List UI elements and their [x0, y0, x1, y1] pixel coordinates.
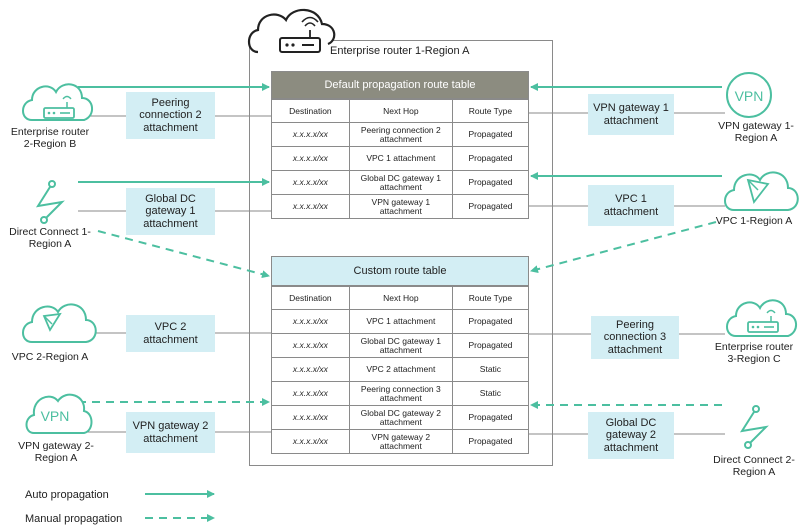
peering-connection-2-attachment: Peering connection 2 attachment: [126, 92, 215, 139]
direct-connect-1-label: Direct Connect 1- Region A: [9, 226, 91, 250]
vpc-2-attachment: VPC 2 attachment: [126, 315, 215, 352]
column-header: Destination: [271, 99, 350, 123]
arrow-vpc1-to-custom: [530, 221, 717, 274]
next-hop-cell: Global DC gateway 1 attachment: [348, 333, 453, 358]
column-header: Route Type: [451, 99, 530, 123]
destination-cell: x.x.x.x/xx: [271, 146, 350, 171]
destination-cell: x.x.x.x/xx: [271, 122, 350, 147]
custom-route-table-title: Custom route table: [271, 256, 529, 286]
vpn-cloud-icon: VPN: [726, 72, 772, 118]
next-hop-cell: Peering connection 3 attachment: [348, 381, 453, 406]
destination-cell: x.x.x.x/xx: [271, 381, 350, 406]
vpc-1-label: VPC 1-Region A: [715, 215, 793, 227]
peering-connection-3-attachment: Peering connection 3 attachment: [591, 316, 679, 359]
cloud-router-icon: [22, 83, 93, 121]
default-route-table-title: Default propagation route table: [271, 71, 529, 99]
next-hop-cell: VPC 1 attachment: [348, 146, 453, 171]
arrow-dc1-to-custom: [97, 230, 270, 279]
route-type-cell: Propagated: [451, 333, 530, 358]
next-hop-cell: Global DC gateway 1 attachment: [348, 170, 453, 195]
router-title: Enterprise router 1-Region A: [330, 45, 470, 57]
legend-manual-label: Manual propagation: [25, 513, 123, 525]
enterprise-router-2-label: Enterprise router 2-Region B: [10, 126, 90, 150]
direct-connect-2-label: Direct Connect 2- Region A: [713, 454, 795, 478]
next-hop-cell: VPN gateway 2 attachment: [348, 429, 453, 454]
destination-cell: x.x.x.x/xx: [271, 405, 350, 430]
route-type-cell: Propagated: [451, 170, 530, 195]
svg-text:VPN: VPN: [735, 88, 764, 104]
direct-connect-icon: [35, 180, 65, 224]
destination-cell: x.x.x.x/xx: [271, 170, 350, 195]
enterprise-router-3-label: Enterprise router 3-Region C: [714, 341, 794, 365]
column-header: Route Type: [451, 286, 530, 310]
global-dc-gateway-2-attachment: Global DC gateway 2 attachment: [588, 412, 674, 459]
legend-auto-label: Auto propagation: [25, 489, 109, 501]
next-hop-cell: Peering connection 2 attachment: [348, 122, 453, 147]
route-type-cell: Static: [451, 381, 530, 406]
vpn-gateway-1-attachment: VPN gateway 1 attachment: [588, 94, 674, 135]
global-dc-gateway-1-attachment: Global DC gateway 1 attachment: [126, 188, 215, 235]
column-header: Destination: [271, 286, 350, 310]
vpc-cloud-icon: [724, 171, 799, 211]
vpc-cloud-icon: [22, 303, 97, 343]
destination-cell: x.x.x.x/xx: [271, 194, 350, 219]
route-type-cell: Propagated: [451, 429, 530, 454]
vpn-gateway-2-attachment: VPN gateway 2 attachment: [126, 412, 215, 453]
cloud-router-icon: [726, 299, 797, 337]
direct-connect-icon: [739, 405, 769, 449]
vpc-1-attachment: VPC 1 attachment: [588, 185, 674, 226]
vpn-gateway-1-label: VPN gateway 1- Region A: [718, 120, 794, 144]
route-type-cell: Static: [451, 357, 530, 382]
destination-cell: x.x.x.x/xx: [271, 429, 350, 454]
cloud-router-icon: [247, 8, 336, 54]
next-hop-cell: VPC 2 attachment: [348, 357, 453, 382]
svg-text:VPN: VPN: [41, 408, 70, 424]
vpn-gateway-2-label: VPN gateway 2- Region A: [18, 440, 94, 464]
vpc-2-label: VPC 2-Region A: [11, 351, 89, 363]
vpn-cloud-icon: VPN: [25, 393, 93, 434]
route-type-cell: Propagated: [451, 194, 530, 219]
